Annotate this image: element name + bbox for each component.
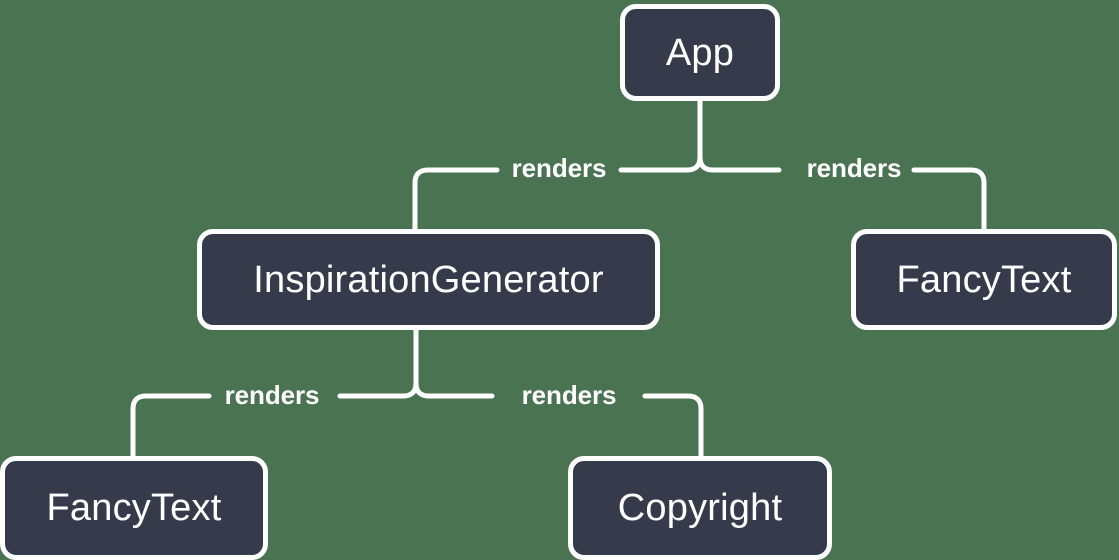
node-label-copyright: Copyright: [617, 487, 783, 529]
connector-app-to-fancytext-right: [697, 98, 987, 232]
node-label-fancytext-right: FancyText: [896, 258, 1072, 301]
node-label-inspiration-generator: InspirationGenerator: [253, 258, 604, 301]
node-fancytext-bottom-left[interactable]: FancyText: [0, 456, 268, 560]
node-app[interactable]: App: [620, 4, 780, 101]
node-label-app: App: [665, 31, 735, 74]
connector-label-app-to-inspiration-generator: renders: [511, 153, 607, 183]
node-fancytext-right[interactable]: FancyText: [851, 229, 1117, 330]
node-copyright[interactable]: Copyright: [568, 456, 832, 560]
connector-label-inspiration-to-copyright: renders: [521, 380, 617, 410]
connector-label-app-to-fancytext-right: renders: [806, 153, 902, 183]
connector-inspiration-to-copyright: [413, 327, 704, 459]
connector-label-inspiration-to-fancytext-bottom-left: renders: [224, 380, 320, 410]
node-label-fancytext-bottom-left: FancyText: [46, 487, 222, 529]
node-inspiration-generator[interactable]: InspirationGenerator: [197, 229, 660, 330]
